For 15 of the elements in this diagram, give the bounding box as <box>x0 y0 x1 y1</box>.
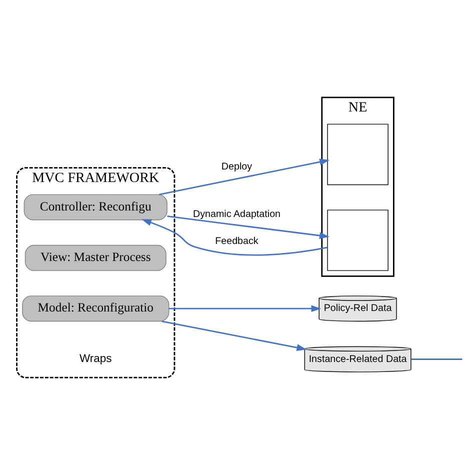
arrow <box>168 304 322 312</box>
arrow <box>167 215 330 238</box>
edge-label: Dynamic Adaptation <box>192 208 281 220</box>
node-box: Controller: Reconfigu <box>24 194 168 220</box>
arrow <box>142 218 328 256</box>
node-box: View: Master Process <box>24 244 166 270</box>
node-box: Model: Reconfiguratio <box>22 295 170 322</box>
edge-label: Deploy <box>221 160 252 172</box>
edge-label: Feedback <box>215 235 258 246</box>
connector <box>411 358 462 360</box>
cluster: NE <box>321 96 394 276</box>
node-box <box>327 209 388 270</box>
arrow <box>162 320 307 350</box>
node-box <box>327 123 388 185</box>
arrow <box>159 158 330 195</box>
